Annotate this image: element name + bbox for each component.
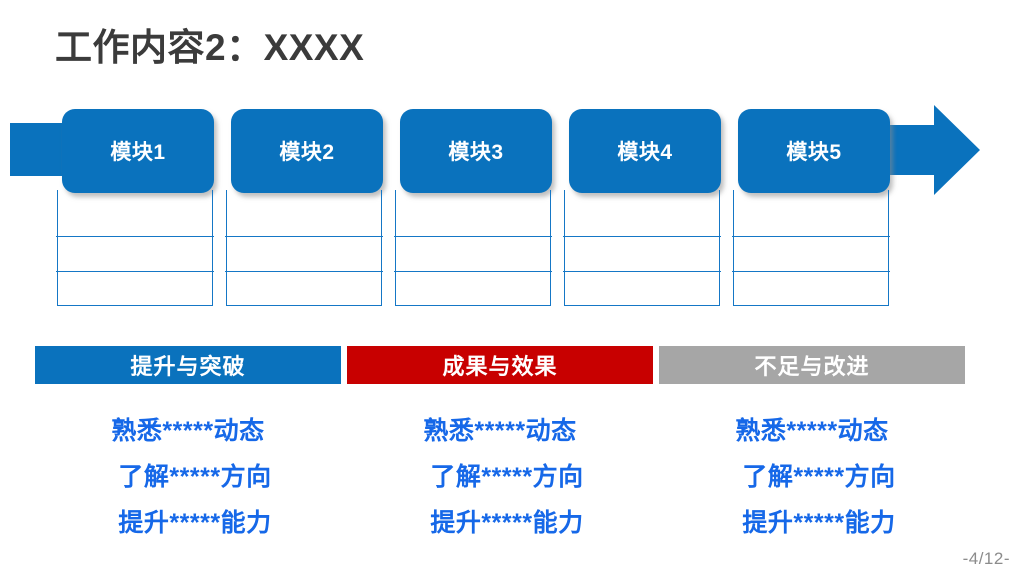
module-label: 模块1 <box>110 141 166 164</box>
row-divider <box>563 271 721 272</box>
summary-line: 了解*****方向 <box>742 463 896 491</box>
row-divider <box>563 236 721 237</box>
summary-body-shortcomings: 熟悉*****动态 了解*****方向 提升*****能力 <box>659 408 965 546</box>
detail-column-1[interactable] <box>56 190 214 306</box>
summary-header-label: 提升与突破 <box>130 354 246 379</box>
summary-line: 了解*****方向 <box>430 463 584 491</box>
summary-line: 提升*****能力 <box>430 509 584 537</box>
row-divider <box>394 271 552 272</box>
module-label: 模块4 <box>617 141 673 164</box>
summary-line: 了解*****方向 <box>118 463 272 491</box>
module-box-3[interactable]: 模块3 <box>400 109 552 193</box>
summary-line: 提升*****能力 <box>118 509 272 537</box>
module-box-5[interactable]: 模块5 <box>738 109 890 193</box>
page-number: -4/12- <box>962 549 1010 568</box>
detail-column-3[interactable] <box>394 190 552 306</box>
summary-body-improvement: 熟悉*****动态 了解*****方向 提升*****能力 <box>35 408 341 546</box>
process-arrow-head <box>884 100 984 200</box>
row-divider <box>225 236 383 237</box>
row-divider <box>56 236 214 237</box>
summary-header-label: 不足与改进 <box>754 354 870 379</box>
module-label: 模块3 <box>448 141 504 164</box>
detail-column-4[interactable] <box>563 190 721 306</box>
summary-line: 熟悉*****动态 <box>735 417 889 445</box>
summary-line: 熟悉*****动态 <box>111 417 265 445</box>
row-divider <box>732 271 890 272</box>
detail-column-5[interactable] <box>732 190 890 306</box>
summary-body-results: 熟悉*****动态 了解*****方向 提升*****能力 <box>347 408 653 546</box>
module-box-1[interactable]: 模块1 <box>62 109 214 193</box>
summary-header-improvement[interactable]: 提升与突破 <box>35 346 341 384</box>
row-divider <box>225 271 383 272</box>
module-label: 模块2 <box>279 141 335 164</box>
page-title: 工作内容2：XXXX <box>55 27 365 68</box>
row-divider <box>56 271 214 272</box>
module-box-2[interactable]: 模块2 <box>231 109 383 193</box>
module-box-4[interactable]: 模块4 <box>569 109 721 193</box>
summary-header-shortcomings[interactable]: 不足与改进 <box>659 346 965 384</box>
row-divider <box>732 236 890 237</box>
row-divider <box>394 236 552 237</box>
summary-line: 提升*****能力 <box>742 509 896 537</box>
module-label: 模块5 <box>786 141 842 164</box>
summary-header-results[interactable]: 成果与效果 <box>347 346 653 384</box>
summary-line: 熟悉*****动态 <box>423 417 577 445</box>
process-arrow-tail <box>10 123 68 176</box>
summary-header-label: 成果与效果 <box>442 354 558 379</box>
detail-column-2[interactable] <box>225 190 383 306</box>
